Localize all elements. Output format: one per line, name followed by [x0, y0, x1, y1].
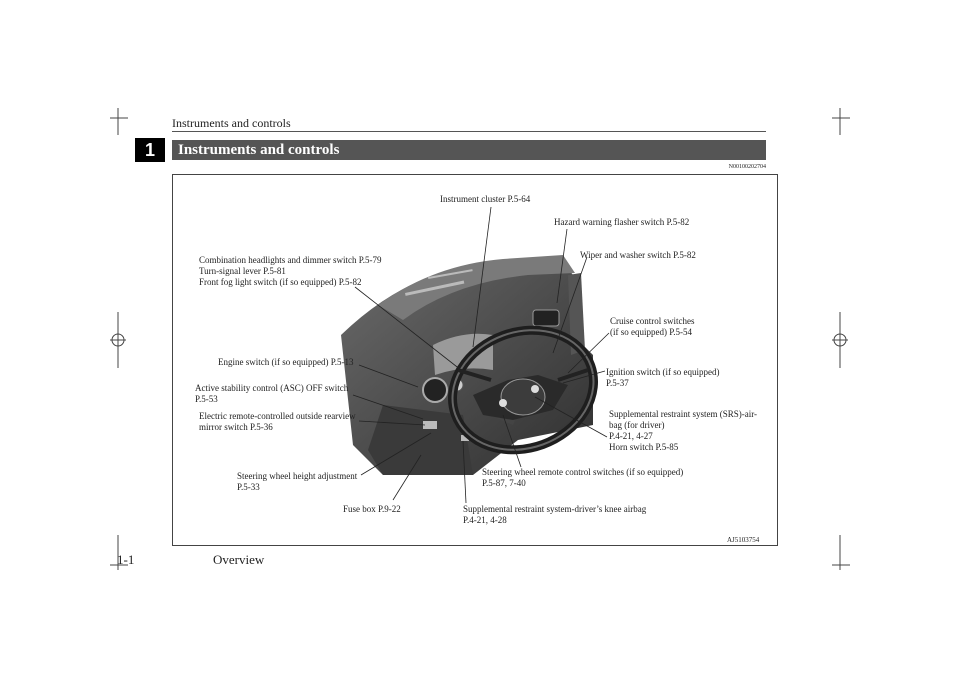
- callout-cruise-line2: (if so equipped) P.5-54: [610, 327, 692, 337]
- callout-ignition-line1: Ignition switch (if so equipped): [606, 367, 720, 377]
- callout-asc-line2: P.5-53: [195, 394, 218, 404]
- footer-page-number: 1-1: [117, 552, 135, 567]
- callout-combination-line3: Front fog light switch (if so equipped) …: [199, 277, 362, 287]
- callout-srs-line1: Supplemental restraint system (SRS)-air-: [609, 409, 758, 419]
- running-title: Instruments and controls: [172, 116, 291, 130]
- callout-steering-height-line2: P.5-33: [237, 482, 260, 492]
- callout-remote-line1: Steering wheel remote control switches (…: [482, 467, 684, 477]
- callout-hazard-switch: Hazard warning flasher switch P.5-82: [554, 217, 690, 227]
- callout-srs-line3: P.4-21, 4-27: [609, 431, 653, 441]
- figure-code: AJ5103754: [727, 536, 760, 544]
- leader-lines: [352, 206, 610, 504]
- callout-mirror-switch: Electric remote-controlled outside rearv…: [199, 411, 356, 433]
- callout-combination-line2: Turn-signal lever P.5-81: [199, 266, 286, 276]
- callout-knee-line2: P.4-21, 4-28: [463, 515, 507, 525]
- section-title-bar: Instruments and controls: [172, 140, 766, 160]
- callout-mirror-line2: mirror switch P.5-36: [199, 422, 273, 432]
- callout-steering-height: Steering wheel height adjustment P.5-33: [237, 471, 357, 493]
- callout-srs-line4: Horn switch P.5-85: [609, 442, 679, 452]
- callout-engine-switch: Engine switch (if so equipped) P.5-13: [218, 357, 354, 367]
- callout-remote-line2: P.5-87, 7-40: [482, 478, 526, 488]
- callout-cruise-line1: Cruise control switches: [610, 316, 695, 326]
- callout-knee-line1: Supplemental restraint system-driver’s k…: [463, 504, 647, 514]
- callout-srs-airbag: Supplemental restraint system (SRS)-air-…: [609, 409, 757, 453]
- callout-asc-off-switch: Active stability control (ASC) OFF switc…: [195, 383, 348, 405]
- callout-combination-line1: Combination headlights and dimmer switch…: [199, 255, 382, 265]
- callout-steering-height-line1: Steering wheel height adjustment: [237, 471, 358, 481]
- document-code: N00100202704: [728, 164, 766, 170]
- callout-instrument-cluster: Instrument cluster P.5-64: [440, 194, 531, 204]
- callout-wiper-switch: Wiper and washer switch P.5-82: [580, 250, 696, 260]
- callout-srs-line2: bag (for driver): [609, 420, 665, 430]
- callout-asc-line1: Active stability control (ASC) OFF switc…: [195, 383, 349, 393]
- callout-mirror-line1: Electric remote-controlled outside rearv…: [199, 411, 356, 421]
- callout-knee-airbag: Supplemental restraint system-driver’s k…: [463, 504, 646, 526]
- callout-remote-switches: Steering wheel remote control switches (…: [482, 467, 683, 489]
- callout-ignition-switch: Ignition switch (if so equipped) P.5-37: [606, 367, 719, 389]
- callout-combination-switches: Combination headlights and dimmer switch…: [199, 255, 381, 288]
- figure-frame: Instrument cluster P.5-64 Hazard warning…: [172, 174, 778, 546]
- chapter-number-tab: 1: [135, 138, 165, 162]
- dashboard-illustration: [341, 255, 599, 475]
- callout-ignition-line2: P.5-37: [606, 378, 629, 388]
- header-rule: [172, 131, 766, 132]
- callout-fuse-box: Fuse box P.9-22: [343, 504, 401, 514]
- footer-section-title: Overview: [213, 552, 265, 567]
- callout-cruise-control: Cruise control switches (if so equipped)…: [610, 316, 695, 338]
